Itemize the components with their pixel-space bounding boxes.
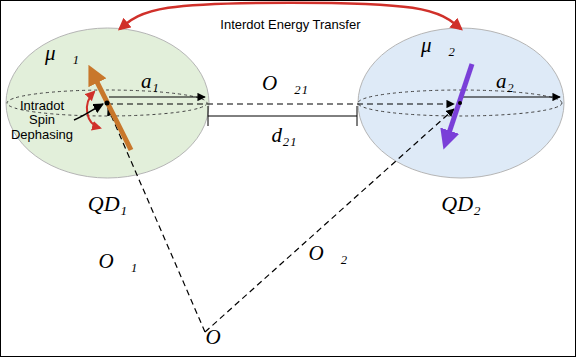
symbol-label: O⃗₂₁ bbox=[262, 72, 308, 95]
symbol-label: μ⃗₂ bbox=[421, 34, 455, 57]
vector-line bbox=[107, 103, 454, 104]
dot-outline bbox=[6, 28, 209, 178]
symbol-label: a₂ bbox=[496, 70, 514, 93]
dot-outline bbox=[358, 28, 564, 178]
symbol-label: d₂₁ bbox=[271, 124, 296, 147]
radius-line bbox=[109, 96, 205, 97]
position-vector bbox=[205, 109, 454, 332]
center-dot bbox=[458, 101, 462, 105]
center-dot bbox=[105, 101, 110, 106]
symbol-label: a₁ bbox=[141, 70, 159, 93]
symbol-label: μ⃗₁ bbox=[45, 42, 79, 65]
dot-name: QD₂ bbox=[357, 191, 565, 217]
edge-label: Interdot Energy Transfer bbox=[220, 17, 360, 32]
symbol-label: O⃗₂ bbox=[309, 242, 348, 265]
symbol-label: O⃗₁ bbox=[99, 250, 138, 273]
quantum-dot: QD₂ bbox=[357, 27, 565, 217]
symbol-label: O bbox=[205, 326, 220, 349]
radius-line bbox=[462, 96, 560, 97]
dot-name: QD₁ bbox=[5, 191, 210, 217]
annotation: Intradot Spin Dephasing bbox=[10, 99, 74, 142]
dot-ellipse bbox=[357, 27, 565, 179]
dimension-line bbox=[208, 116, 357, 117]
